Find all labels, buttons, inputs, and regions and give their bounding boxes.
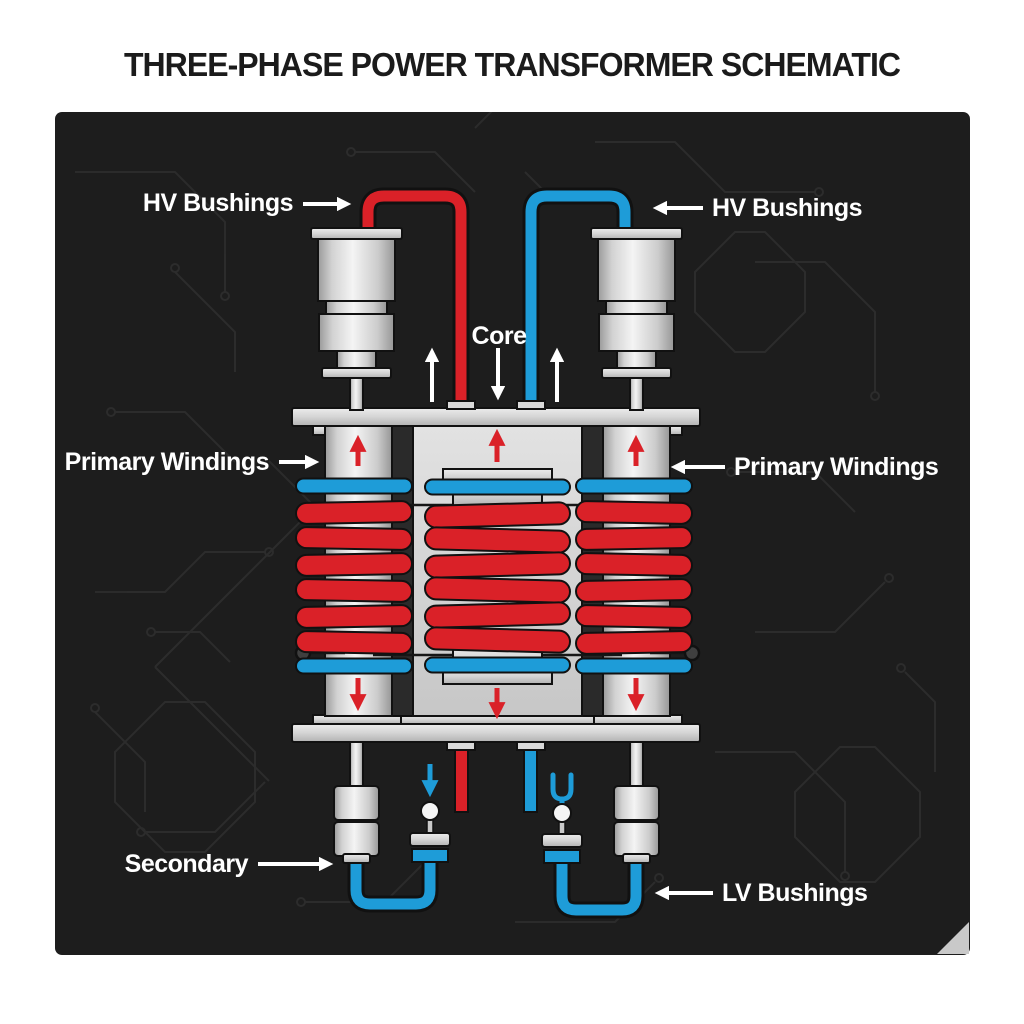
primary-winding-left xyxy=(294,477,414,675)
label-secondary: Secondary xyxy=(125,850,249,878)
label-hv-bushings-left: HV Bushings xyxy=(143,189,293,217)
lv-stub-wires xyxy=(454,747,538,813)
labels: HV Bushings HV Bushings Core Primary Win… xyxy=(65,189,939,907)
circuit-pattern xyxy=(75,112,936,923)
label-primary-windings-left: Primary Windings xyxy=(65,448,269,476)
core-flux-arrows xyxy=(424,347,565,402)
center-winding xyxy=(424,478,571,674)
lv-bushing-right xyxy=(613,741,660,864)
lv-wire-left xyxy=(350,856,436,910)
label-lv-bushings: LV Bushings xyxy=(722,879,867,907)
hv-bushing-left xyxy=(310,227,403,411)
top-yoke xyxy=(291,407,701,427)
hv-wire-red xyxy=(362,190,467,404)
flux-arrows xyxy=(349,428,645,720)
transformer-schematic: HV Bushings HV Bushings Core Primary Win… xyxy=(55,112,970,955)
lv-terminal-left xyxy=(409,764,451,863)
hv-wire-blue xyxy=(525,190,631,404)
lv-terminal-right xyxy=(541,772,583,864)
lv-stub-red xyxy=(454,747,469,813)
label-hv-bushings-right: HV Bushings xyxy=(712,194,862,222)
page-title: THREE-PHASE POWER TRANSFORMER SCHEMATIC xyxy=(123,46,901,83)
label-core: Core xyxy=(472,322,528,350)
lv-bushing-left xyxy=(333,741,380,864)
hv-bushing-right xyxy=(590,227,683,411)
hv-lead-wires xyxy=(359,187,634,404)
yoke-pads xyxy=(446,400,546,751)
lv-u-wires xyxy=(347,856,645,919)
label-primary-windings-right: Primary Windings xyxy=(734,453,938,481)
lv-wire-right xyxy=(556,858,642,916)
primary-winding-right xyxy=(574,477,694,675)
schematic-panel: HV Bushings HV Bushings Core Primary Win… xyxy=(55,112,970,955)
page-curl xyxy=(937,922,969,954)
bottom-yoke xyxy=(291,723,701,743)
lv-stub-blue xyxy=(523,747,538,813)
